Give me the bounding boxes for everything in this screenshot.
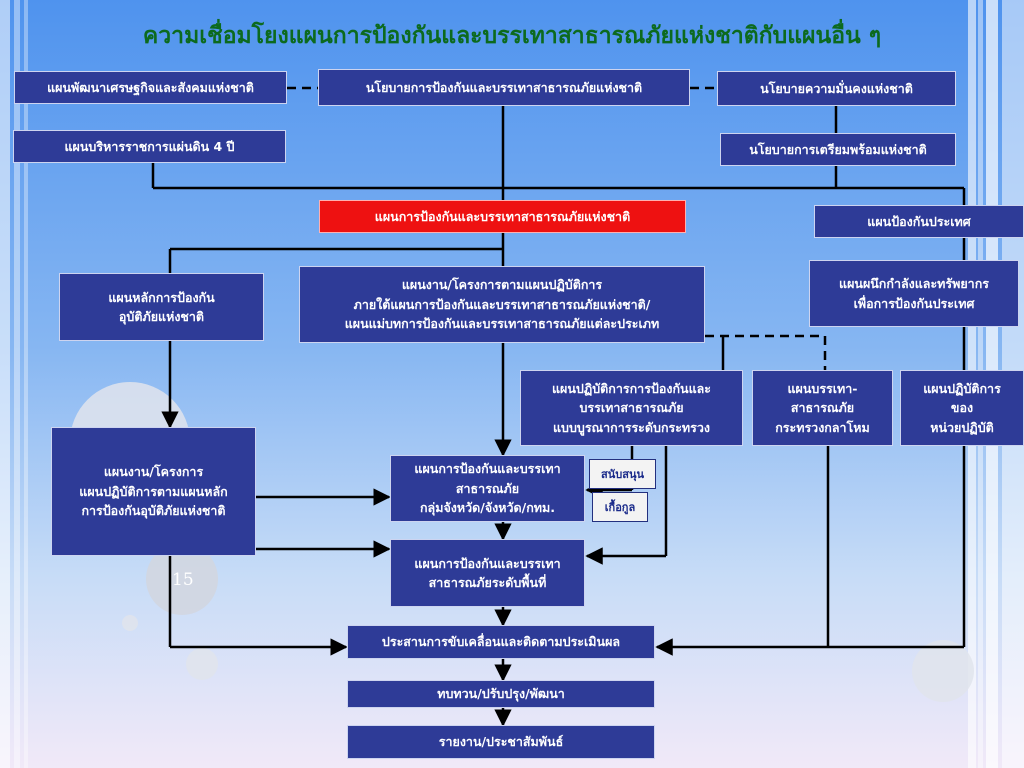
box-line: บรรเทาสาธารณภัย xyxy=(579,400,684,416)
national-preparedness-policy-box: นโยบายการเตรียมพร้อมแห่งชาติ xyxy=(720,133,956,166)
unit-operation-plan-box: แผนปฏิบัติการของหน่วยปฏิบัติ xyxy=(900,370,1024,446)
local-plan-box: แผนการป้องกันและบรรเทาสาธารณภัยระดับพื้น… xyxy=(390,539,585,607)
box-line: อุบัติภัยแห่งชาติ xyxy=(118,309,205,324)
box-line: แผนปฏิบัติการ xyxy=(923,380,1001,396)
economic-social-plan-box: แผนพัฒนาเศรษฐกิจและสังคมแห่งชาติ xyxy=(14,71,287,104)
report-box: รายงาน/ประชาสัมพันธ์ xyxy=(347,725,655,759)
background-stripe xyxy=(0,0,10,768)
box-line: แผนงาน/โครงการตามแผนปฏิบัติการ xyxy=(401,277,603,293)
box-line: แผนผนึกกำลังและทรัพยากร xyxy=(839,276,989,292)
state-administration-plan-box: แผนบริหารราชการแผ่นดิน 4 ปี xyxy=(13,130,286,163)
box-line: สาธารณภัย xyxy=(790,400,855,416)
defense-ministry-plan-box: แผนบรรเทา- สาธารณภัยกระทรวงกลาโหม xyxy=(752,370,893,446)
box-line: สาธารณภัยระดับพื้นที่ xyxy=(428,575,547,590)
box-line: เพื่อการป้องกันประเทศ xyxy=(853,295,975,311)
support-tag: สนับสนุน xyxy=(589,459,656,489)
provincial-plan-box: แผนการป้องกันและบรรเทาสาธารณภัยกลุ่มจังห… xyxy=(390,455,585,522)
box-line: แบบบูรณาการระดับกระทรวง xyxy=(552,419,711,435)
box-line: แผนแม่บทการป้องกันและบรรเทาสาธารณภัยแต่ล… xyxy=(344,316,660,332)
box-line: แผนหลักการป้องกัน xyxy=(108,289,215,305)
background-stripe xyxy=(24,0,28,768)
box-line: แผนบรรเทา- xyxy=(787,380,858,396)
decorative-circle xyxy=(122,615,138,631)
box-line: การป้องกันอุบัติภัยแห่งชาติ xyxy=(81,503,226,519)
box-line: แผนการป้องกันและบรรเทา xyxy=(414,555,561,571)
box-line: กลุ่มจังหวัด/จังหวัด/กทม. xyxy=(419,500,555,516)
review-box: ทบทวน/ปรับปรุง/พัฒนา xyxy=(347,680,655,708)
slide-title: ความเชื่อมโยงแผนการป้องกันและบรรเทาสาธาร… xyxy=(142,23,882,49)
accident-prevention-projects-box: แผนงาน/โครงการแผนปฏิบัติการตามแผนหลักการ… xyxy=(51,427,256,556)
box-line: ของ xyxy=(950,400,974,416)
page-number: 15 xyxy=(172,570,194,590)
box-line: แผนปฏิบัติการการป้องกันและ xyxy=(552,380,711,396)
box-line: หน่วยปฏิบัติ xyxy=(930,419,994,435)
resource-mobilization-plan-box: แผนผนึกกำลังและทรัพยากรเพื่อการป้องกันปร… xyxy=(809,260,1019,327)
coordination-box: ประสานการขับเคลื่อนและติดตามประเมินผล xyxy=(347,625,655,659)
box-line: สาธารณภัย xyxy=(455,480,520,496)
decorative-circle xyxy=(912,640,974,702)
work-plan-projects-box: แผนงาน/โครงการตามแผนปฏิบัติการภายใต้แผนก… xyxy=(299,266,705,343)
national-disaster-plan-box: แผนการป้องกันและบรรเทาสาธารณภัยแห่งชาติ xyxy=(319,200,686,233)
national-disaster-policy-box: นโยบายการป้องกันและบรรเทาสาธารณภัยแห่งชา… xyxy=(318,69,690,106)
background-stripe xyxy=(14,0,20,768)
box-line: แผนการป้องกันและบรรเทา xyxy=(414,461,561,477)
box-line: ภายใต้แผนการป้องกันและบรรเทาสาธารณภัยแห่… xyxy=(353,296,651,312)
box-line: กระทรวงกลาโหม xyxy=(775,419,870,435)
box-line: แผนปฏิบัติการตามแผนหลัก xyxy=(79,483,228,499)
accident-prevention-master-plan-box: แผนหลักการป้องกันอุบัติภัยแห่งชาติ xyxy=(59,273,264,341)
national-defense-plan-box: แผนป้องกันประเทศ xyxy=(814,205,1024,238)
ministry-integrated-plan-box: แผนปฏิบัติการการป้องกันและบรรเทาสาธารณภั… xyxy=(520,370,743,446)
box-line: แผนงาน/โครงการ xyxy=(103,464,204,480)
decorative-circle xyxy=(186,648,218,680)
national-security-policy-box: นโยบายความมั่นคงแห่งชาติ xyxy=(717,71,956,106)
assist-tag: เกื้อกูล xyxy=(592,492,648,522)
